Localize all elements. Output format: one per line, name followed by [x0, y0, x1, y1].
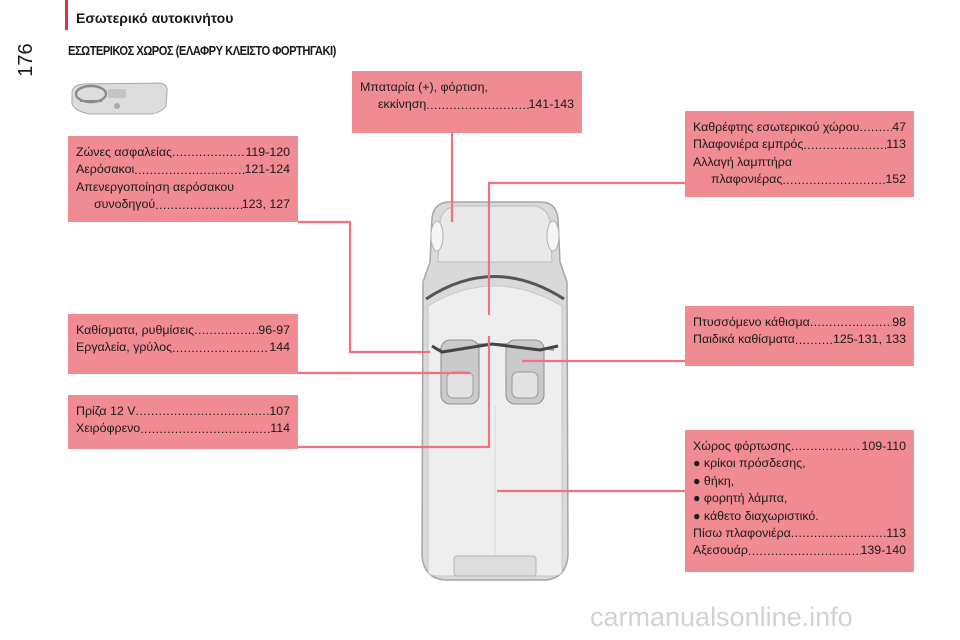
callout-battery: Μπαταρία (+), φόρτιση, εκκίνηση141-143: [352, 71, 582, 133]
callout-line: Πτυσσόμενο κάθισμα98: [693, 314, 906, 331]
callout-line: ● κάθετο διαχωριστικό.: [693, 508, 819, 523]
callout-line: Χώρος φόρτωσης109-110: [693, 438, 906, 455]
callout-line: Μπαταρία (+), φόρτιση,: [360, 80, 488, 94]
callout-line: Αλλαγή λαμπτήρα: [693, 154, 793, 169]
callout-line: Ζώνες ασφαλείας119-120: [76, 144, 290, 161]
dashboard-steering-wheel-icon: [71, 82, 168, 115]
callout-line: συνοδηγού123, 127: [76, 196, 290, 213]
leader-belts: [298, 220, 430, 354]
callout-belts: Ζώνες ασφαλείας119-120 Αερόσακοι121-124 …: [68, 136, 298, 222]
section-title: ΕΣΩΤΕΡΙΚΟΣ ΧΩΡΟΣ (ΕΛΑΦΡΥ ΚΛΕΙΣΤΟ ΦΟΡΤΗΓΑ…: [68, 43, 336, 58]
callout-line: ● φορητή λάμπα,: [693, 491, 788, 506]
callout-line: Πρίζα 12 V107: [76, 403, 290, 420]
van-top-view: [421, 201, 569, 581]
callout-line: Αερόσακοι121-124: [76, 161, 290, 178]
callout-line: Καθρέφτης εσωτερικού χώρου47: [693, 119, 906, 136]
callout-line: Πίσω πλαφονιέρα113: [693, 525, 906, 542]
callout-line: Αξεσουάρ139-140: [693, 542, 906, 559]
callout-folding-seat: Πτυσσόμενο κάθισμα98 Παιδικά καθίσματα12…: [685, 306, 914, 366]
callout-line: Εργαλεία, γρύλος144: [76, 339, 290, 356]
header-title: Εσωτερικό αυτοκινήτου: [76, 10, 234, 26]
callout-line: Απενεργοποίηση αερόσακου: [76, 179, 235, 194]
callout-mirror: Καθρέφτης εσωτερικού χώρου47 Πλαφονιέρα …: [685, 111, 914, 197]
leader-mirror: [487, 181, 686, 315]
callout-line: Πλαφονιέρα εμπρός113: [693, 136, 906, 153]
callout-line: εκκίνηση141-143: [360, 96, 574, 113]
callout-line: Παιδικά καθίσματα125-131, 133: [693, 331, 906, 348]
leader-lines: [298, 133, 686, 493]
callout-line: ● κρίκοι πρόσδεσης,: [693, 456, 806, 471]
callout-line: ● θήκη,: [693, 473, 735, 488]
watermark: carmanualsonline.info: [590, 602, 853, 632]
callout-cargo: Χώρος φόρτωσης109-110 ● κρίκοι πρόσδεσης…: [685, 430, 914, 572]
header-accent-bar: [65, 0, 68, 30]
leader-socket: [298, 336, 491, 449]
callout-line: Καθίσματα, ρυθμίσεις96-97: [76, 322, 290, 339]
callout-socket: Πρίζα 12 V107 Χειρόφρενο114: [68, 395, 298, 449]
callout-seats: Καθίσματα, ρυθμίσεις96-97 Εργαλεία, γρύλ…: [68, 314, 298, 374]
callout-line: πλαφονιέρας152: [693, 171, 906, 188]
callout-line: Χειρόφρενο114: [76, 420, 290, 437]
